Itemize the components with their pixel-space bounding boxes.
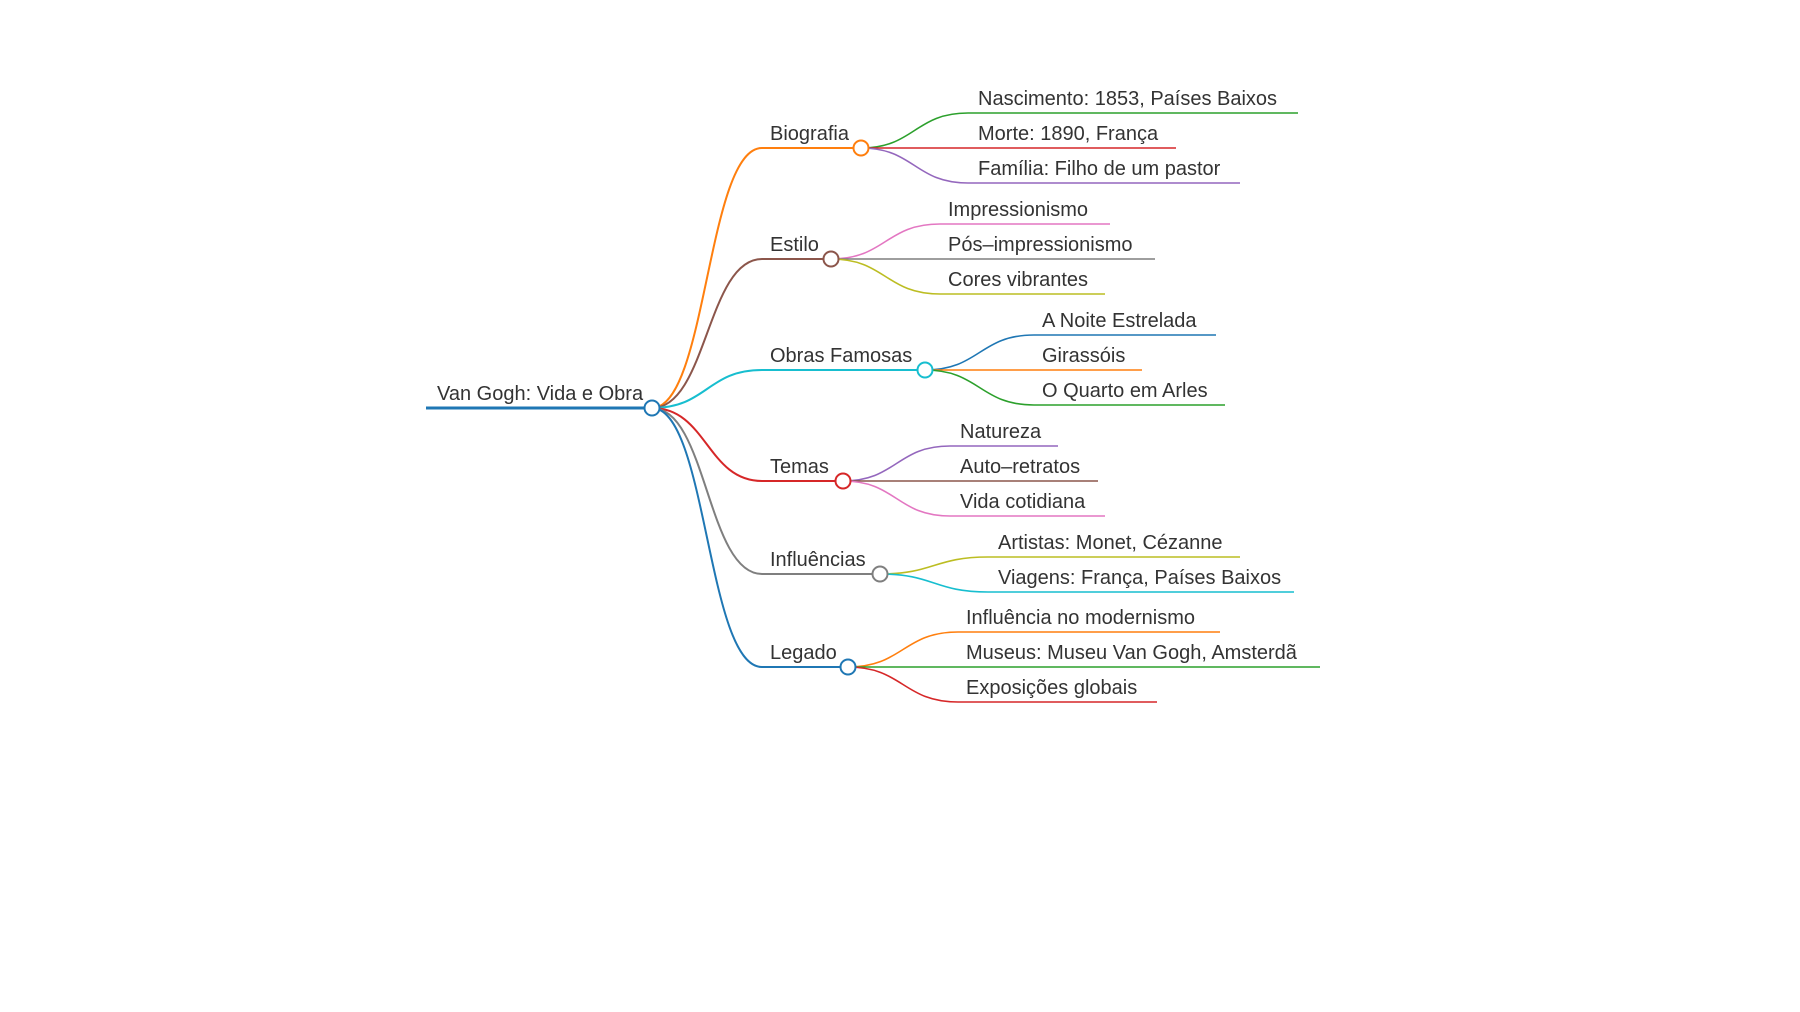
branch-connector xyxy=(651,369,763,409)
leaf-connector xyxy=(879,556,989,575)
leaf-connector xyxy=(830,258,941,295)
branch-connector xyxy=(651,258,763,409)
branch-collapse-toggle[interactable] xyxy=(871,565,889,583)
leaf-label-0-1: Morte: 1890, França xyxy=(978,123,1159,145)
leaf-label-2-1: Girassóis xyxy=(1042,345,1125,367)
leaf-label-1-2: Cores vibrantes xyxy=(948,269,1088,291)
leaf-label-1-0: Impressionismo xyxy=(948,199,1088,221)
branch-collapse-toggle[interactable] xyxy=(839,658,857,676)
leaf-connector xyxy=(847,631,959,668)
node-layer xyxy=(643,139,934,676)
branch-collapse-toggle[interactable] xyxy=(852,139,870,157)
branch-label-4: Influências xyxy=(770,549,866,571)
branch-label-3: Temas xyxy=(770,456,829,478)
leaf-label-4-0: Artistas: Monet, Cézanne xyxy=(998,532,1223,554)
branch-connector xyxy=(651,407,763,482)
leaf-connector xyxy=(924,334,1035,371)
branch-label-0: Biografia xyxy=(770,123,850,145)
leaf-connector xyxy=(830,223,941,260)
leaf-label-0-2: Família: Filho de um pastor xyxy=(978,158,1221,180)
leaf-connector xyxy=(847,666,959,703)
connector-layer xyxy=(426,112,1320,703)
leaf-connector xyxy=(842,445,951,482)
branch-connector xyxy=(651,147,763,409)
branch-collapse-toggle[interactable] xyxy=(834,472,852,490)
leaf-label-5-2: Exposições globais xyxy=(966,677,1137,699)
leaf-label-5-0: Influência no modernismo xyxy=(966,607,1195,629)
leaf-connector xyxy=(924,369,1035,406)
leaf-label-5-1: Museus: Museu Van Gogh, Amsterdã xyxy=(966,642,1298,664)
branch-label-1: Estilo xyxy=(770,234,819,256)
branch-collapse-toggle[interactable] xyxy=(822,250,840,268)
leaf-label-4-1: Viagens: França, Países Baixos xyxy=(998,567,1281,589)
branch-connector xyxy=(651,407,763,668)
leaf-label-2-0: A Noite Estrelada xyxy=(1042,310,1197,332)
branch-connector xyxy=(651,407,763,575)
leaf-connector xyxy=(879,573,989,593)
leaf-label-3-0: Natureza xyxy=(960,421,1042,443)
branch-collapse-toggle[interactable] xyxy=(916,361,934,379)
root-label: Van Gogh: Vida e Obra xyxy=(437,383,644,405)
leaf-connector xyxy=(860,112,969,149)
leaf-label-3-2: Vida cotidiana xyxy=(960,491,1086,513)
leaf-label-0-0: Nascimento: 1853, Países Baixos xyxy=(978,88,1277,110)
leaf-connector xyxy=(842,480,951,517)
branch-label-2: Obras Famosas xyxy=(770,345,912,367)
leaf-label-1-1: Pós–impressionismo xyxy=(948,234,1133,256)
leaf-label-3-1: Auto–retratos xyxy=(960,456,1080,478)
leaf-connector xyxy=(860,147,969,184)
leaf-label-2-2: O Quarto em Arles xyxy=(1042,380,1208,402)
root-collapse-toggle[interactable] xyxy=(643,399,661,417)
branch-label-5: Legado xyxy=(770,642,837,664)
